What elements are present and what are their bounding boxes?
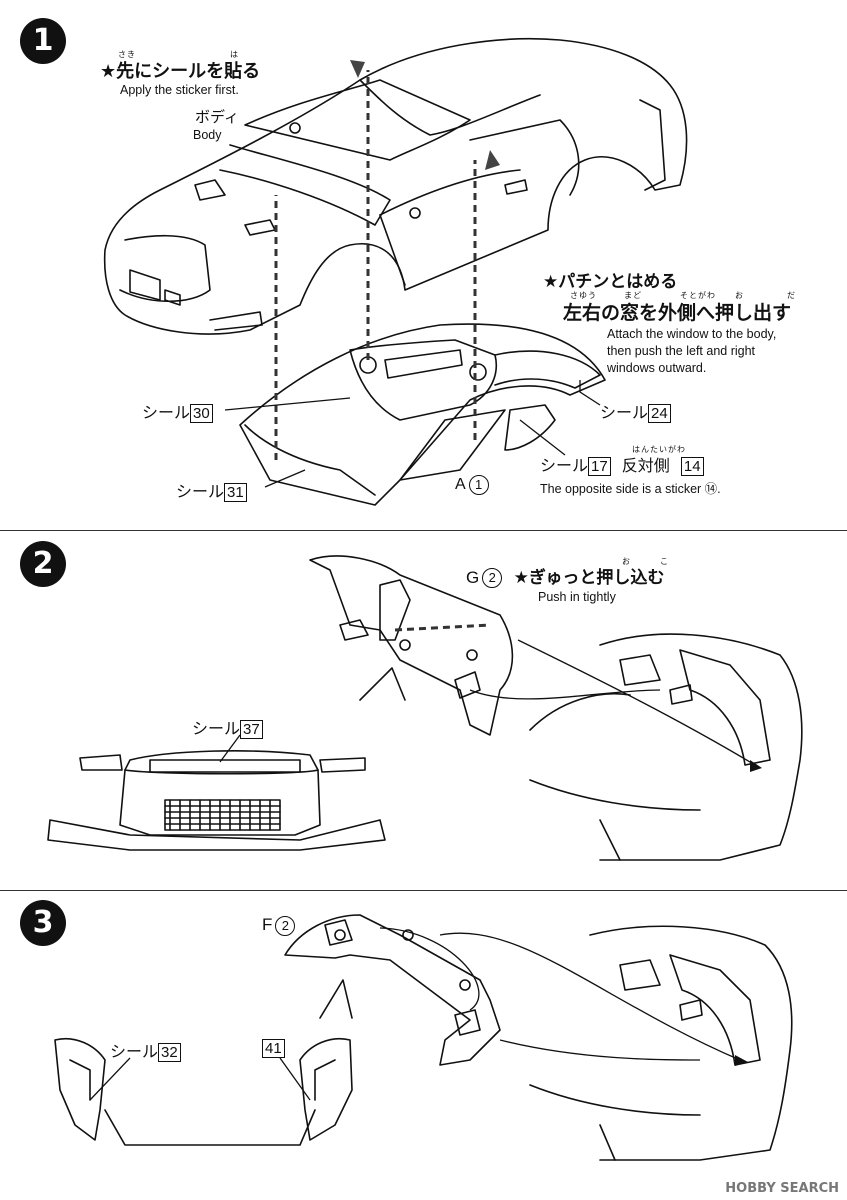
window-en-1: Attach the window to the body, [607,327,777,341]
step-number-2: 2 [20,541,66,587]
window-ruby-o: お [735,291,744,300]
step-number-1: 1 [20,18,66,64]
seal-24-number: 24 [648,404,671,423]
seal-41-number: 41 [262,1039,285,1058]
watermark: HOBBY SEARCH [725,1181,839,1196]
body-label-en: Body [193,128,222,142]
title-ruby-ha: は [230,50,239,59]
body-label: ボディ [195,108,239,126]
inset-lights-drawing [54,1038,353,1146]
seal-17-number: 17 [588,457,611,476]
push-title: ★ぎゅっと押し込む [513,568,665,588]
step-divider-2 [0,890,847,891]
car-body-drawing [103,38,688,335]
part-a-number: 1 [468,475,489,495]
opposite-ruby: はんたいがわ [632,445,686,454]
step-divider-1 [0,530,847,531]
part-g-number: 2 [482,568,503,588]
window-part-drawing [239,323,606,506]
step1-title: ★先にシールを貼る [100,61,261,82]
seal-17-label: シール [540,456,589,475]
grille-part-drawing [309,555,514,736]
part-g-letter: G [466,568,480,587]
seal-32-label: シール [110,1042,159,1061]
seal-24-label: シール [600,403,649,422]
seal-37-label: シール [192,719,241,738]
car-front-drawing-2 [529,633,803,861]
opposite-en: The opposite side is a sticker ⑭. [540,482,721,496]
window-line2: 左右の窓を外側へ押し出す [563,302,792,324]
window-ruby-sotogawa: そとがわ [680,291,716,300]
push-en: Push in tightly [538,590,616,604]
part-f-letter: F [262,915,273,934]
car-front-drawing-3 [529,925,793,1161]
seal-31-label: シール [176,482,225,501]
step1-title-en: Apply the sticker first. [120,83,239,97]
window-en-3: windows outward. [607,361,707,375]
window-ruby-da: だ [787,291,796,300]
window-en-2: then push the left and right [607,344,756,358]
inset-grille-drawing [47,750,386,851]
seal-14-number: 14 [680,457,704,476]
part-f2-drawing [284,914,501,1066]
window-ruby-mado: まど [624,291,642,300]
seal-32-number: 32 [158,1043,181,1062]
seal-30-label: シール [142,403,191,422]
push-ruby-ko: こ [660,557,669,566]
part-a-letter: A [455,476,466,494]
push-ruby-o: お [622,557,631,566]
part-f-number: 2 [275,915,296,936]
seal-41-callout: 41 [262,1038,285,1058]
seal-30-number: 30 [190,404,213,423]
step-number-3: 3 [20,900,66,946]
window-ruby-sayu: さゆう [570,291,597,300]
window-title: ★パチンとはめる [543,272,678,292]
opposite-label: 反対側 [621,456,670,475]
seal-31-number: 31 [224,483,247,502]
title-ruby-saki: さき [118,50,136,59]
seal-37-number: 37 [240,720,263,739]
